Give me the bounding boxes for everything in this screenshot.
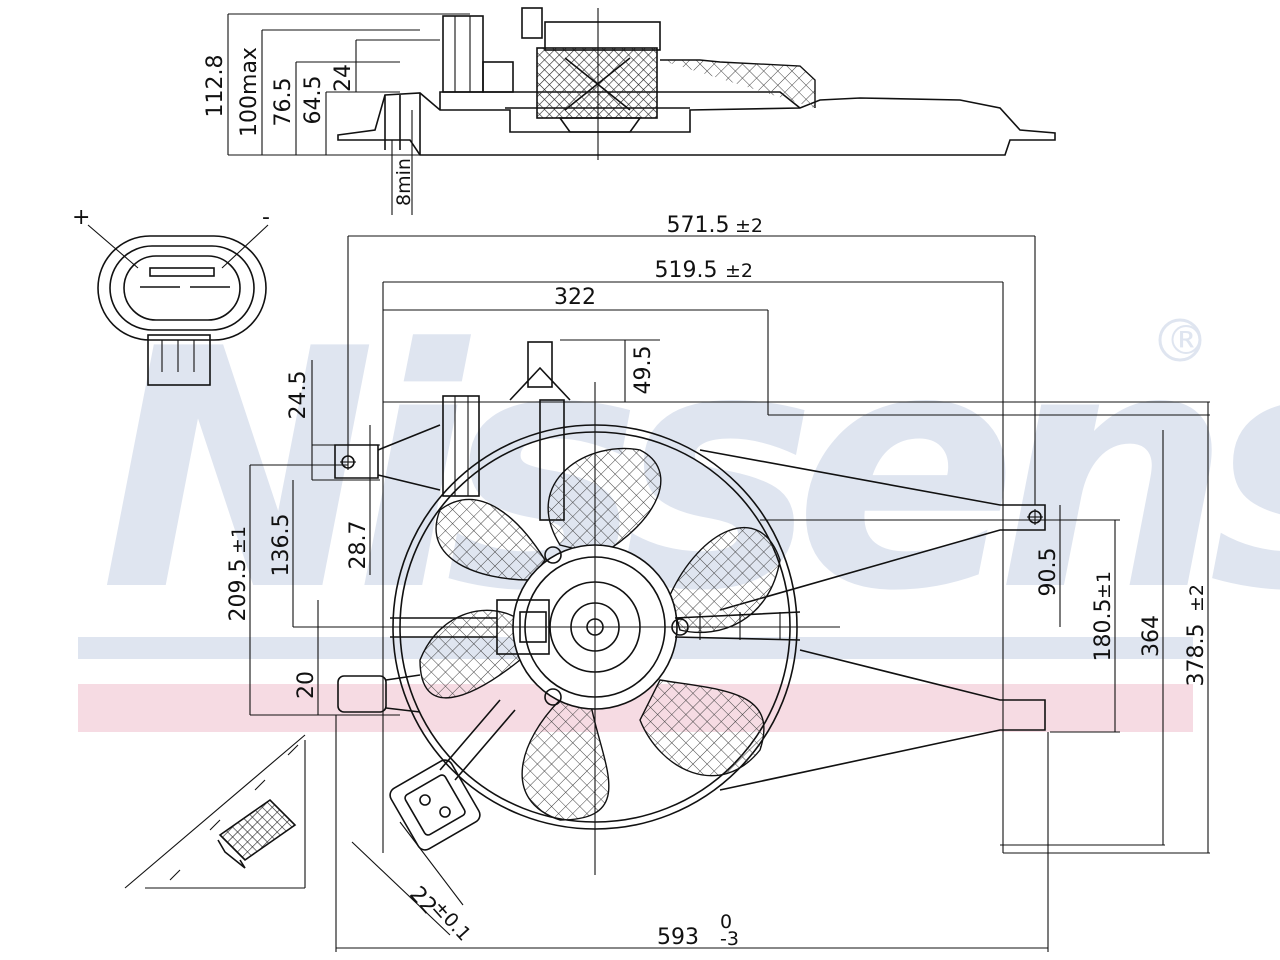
dim-378-5-tol: ±2 xyxy=(1186,584,1208,612)
dim-136-5: 136.5 xyxy=(269,514,294,577)
dim-571-5: 571.5 xyxy=(667,213,730,238)
side-view: 112.8 100max 76.5 64.5 24 8min xyxy=(203,7,1056,215)
dim-90-5: 90.5 xyxy=(1036,548,1061,597)
dim-364: 364 xyxy=(1139,615,1164,657)
dim-76-5: 76.5 xyxy=(271,78,296,127)
dim-571-5-tol: ±2 xyxy=(735,215,763,237)
dim-overall-height: 112.8 xyxy=(203,55,228,118)
dim-28-7: 28.7 xyxy=(346,521,371,570)
dim-64-5: 64.5 xyxy=(301,76,326,125)
connector-plus: + xyxy=(72,205,90,230)
fan-blades xyxy=(419,447,781,821)
dim-519-5-tol: ±2 xyxy=(725,260,753,282)
front-view: 571.5 ±2 519.5 ±2 322 49.5 209.5 ±1 136.… xyxy=(226,213,1210,952)
connector-minus: - xyxy=(262,205,270,230)
dim-24: 24 xyxy=(331,64,356,92)
dim-49-5: 49.5 xyxy=(631,346,656,395)
dim-180-5-tol: ±1 xyxy=(1093,571,1115,599)
dim-min-clearance: 8min xyxy=(393,158,415,206)
dim-593-tol-upper: 0 xyxy=(720,911,732,933)
watermark: Nissens ® xyxy=(78,279,1280,732)
dim-24-5: 24.5 xyxy=(286,371,311,420)
dim-378-5: 378.5 xyxy=(1184,624,1209,687)
dim-519-5: 519.5 xyxy=(655,258,718,283)
connector-detail: + - xyxy=(72,205,270,386)
dim-20: 20 xyxy=(294,671,319,699)
front-plug xyxy=(389,759,481,851)
dim-max-height: 100max xyxy=(237,47,262,137)
watermark-registered-mark: ® xyxy=(1166,318,1206,364)
dim-593-tol-lower: -3 xyxy=(720,928,739,950)
dim-180-5: 180.5 xyxy=(1091,599,1116,662)
dim-593: 593 xyxy=(657,925,699,950)
connector-iso-detail xyxy=(124,734,306,889)
dim-322: 322 xyxy=(554,285,596,310)
dim-209-5-tol: ±1 xyxy=(228,526,250,554)
dim-209-5: 209.5 xyxy=(226,559,251,622)
